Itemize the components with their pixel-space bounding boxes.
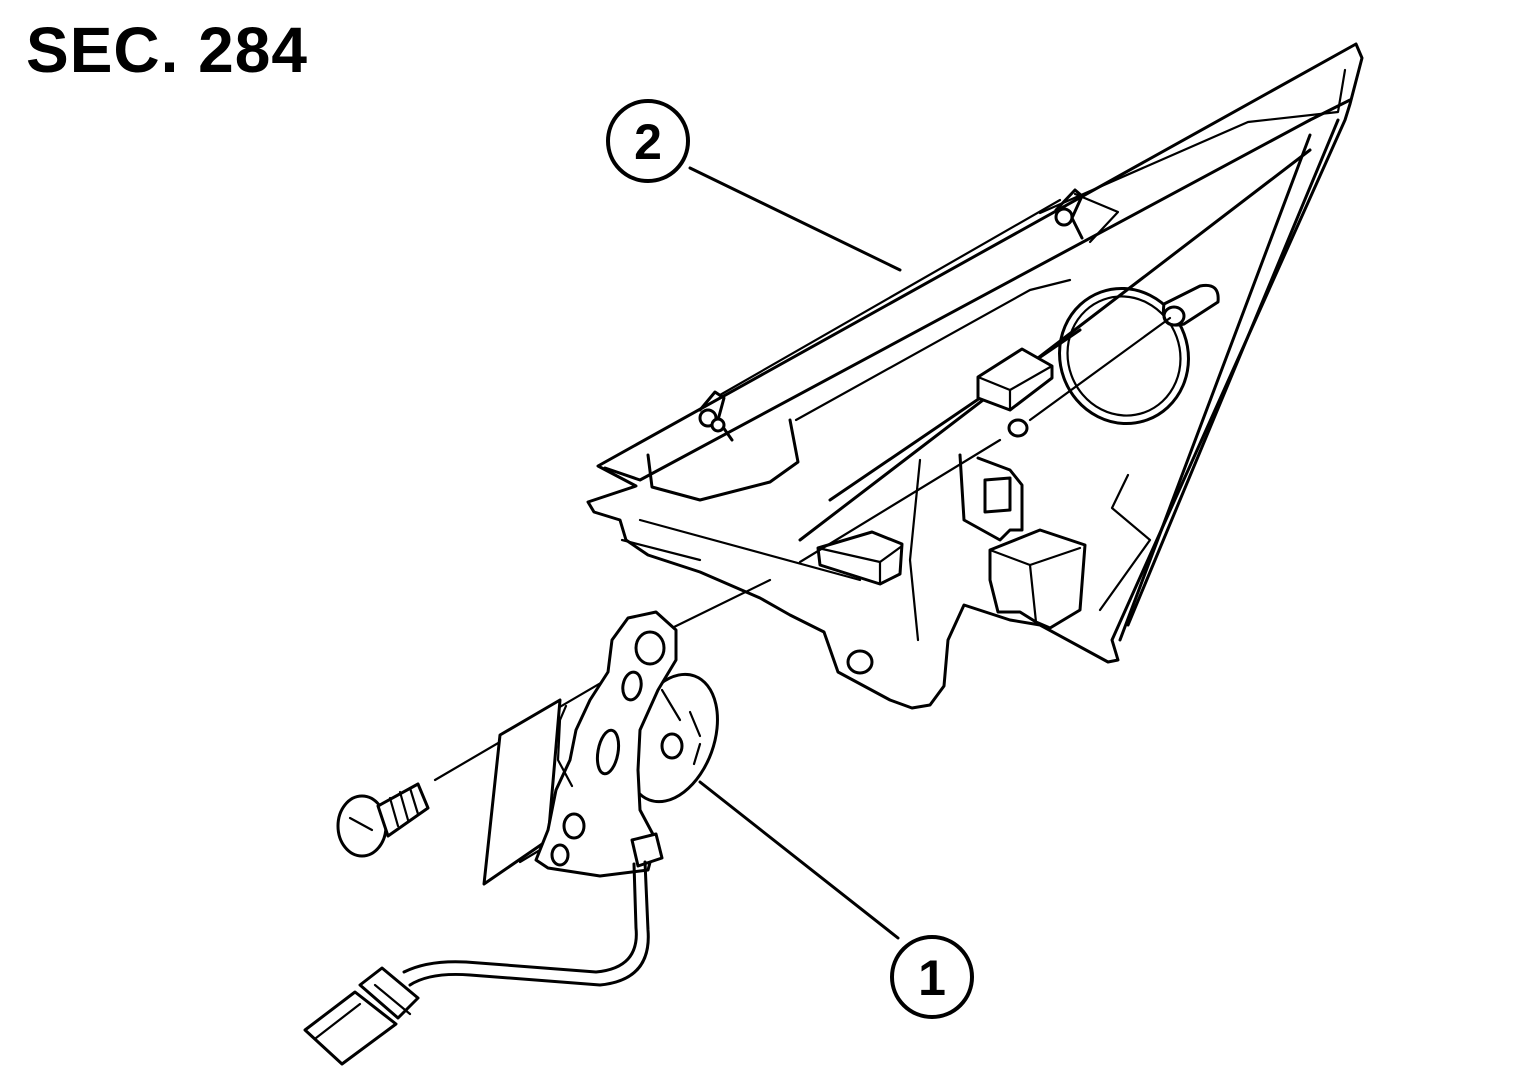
callout-leaders bbox=[688, 166, 902, 940]
callout-1: 1 bbox=[890, 935, 974, 1019]
screw bbox=[336, 782, 430, 858]
section-title: SEC. 284 bbox=[26, 14, 308, 86]
mirror-motor bbox=[482, 610, 719, 886]
wire-harness bbox=[303, 860, 650, 1066]
callout-2: 2 bbox=[606, 99, 690, 183]
callout-1-label: 1 bbox=[918, 950, 946, 1006]
callout-2-label: 2 bbox=[634, 114, 662, 170]
mirror-housing bbox=[586, 42, 1364, 710]
